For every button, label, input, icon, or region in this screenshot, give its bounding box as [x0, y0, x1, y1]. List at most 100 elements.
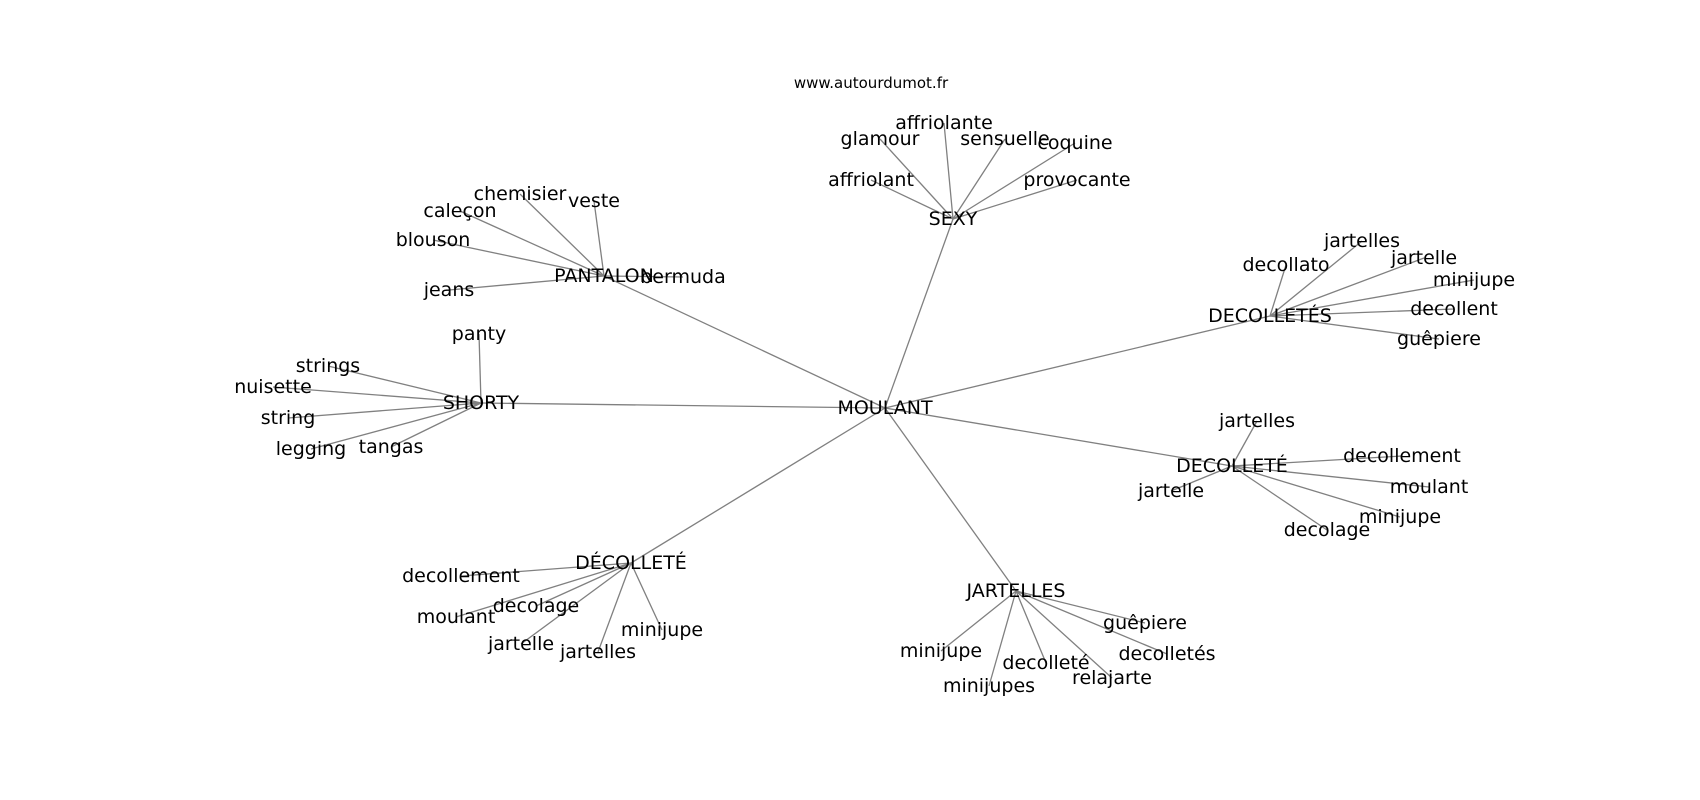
edge-hub-word — [597, 562, 632, 653]
edge-hub-word — [1231, 455, 1403, 467]
word-node: jartelle — [1137, 480, 1204, 502]
edge-hub-word — [1231, 465, 1328, 531]
edge-hub-word — [519, 193, 605, 277]
word-node: decollent — [1410, 298, 1498, 320]
word-node: decolage — [493, 595, 580, 617]
word-node: panty — [452, 323, 506, 345]
edge-hub-word — [390, 402, 482, 448]
edge-hub-word — [952, 138, 1006, 220]
word-node: caleçon — [423, 200, 496, 222]
word-node: provocante — [1023, 169, 1130, 191]
word-node: coquine — [1037, 132, 1112, 154]
edge-hub-word — [1231, 465, 1401, 518]
edge-hub-word — [520, 562, 632, 645]
word-node: affriolant — [828, 169, 914, 191]
word-node: affriolante — [895, 112, 993, 134]
word-node: glamour — [841, 128, 920, 150]
edge-hub-word — [272, 386, 482, 404]
word-node: jartelles — [1218, 410, 1295, 432]
edge-center-hub — [630, 407, 886, 564]
edge-hub-word — [432, 239, 605, 277]
hub-node: JARTELLES — [966, 580, 1066, 602]
word-node: blouson — [396, 229, 471, 251]
word-node: decollement — [402, 565, 520, 587]
word-node: nuisette — [234, 376, 312, 398]
word-node: jartelle — [487, 633, 554, 655]
edge-hub-word — [603, 275, 684, 278]
edge-hub-word — [593, 200, 605, 277]
edge-center-hub — [884, 407, 1017, 592]
word-node: jartelle — [1390, 247, 1457, 269]
edge-hub-word — [1231, 420, 1258, 467]
word-node: decolleté — [1002, 652, 1089, 674]
edge-hub-word — [287, 402, 482, 419]
edge-hub-word — [1269, 279, 1475, 317]
word-node: decolage — [1284, 519, 1371, 541]
edge-hub-word — [460, 562, 632, 577]
word-node: minijupe — [1433, 269, 1515, 291]
edge-center-hub — [884, 218, 954, 409]
word-node: sensuelle — [960, 128, 1050, 150]
edge-hub-word — [870, 179, 954, 220]
edge-hub-word — [879, 138, 954, 220]
word-node: minijupe — [621, 619, 703, 641]
edge-center-hub — [480, 402, 886, 409]
edge-center-hub — [603, 275, 886, 409]
word-node: minijupe — [1359, 506, 1441, 528]
word-node: guêpiere — [1103, 612, 1187, 634]
edge-hub-word — [943, 122, 954, 220]
word-node: moulant — [1390, 476, 1469, 498]
edge-hub-word — [327, 365, 482, 404]
edge-center-hub — [884, 315, 1271, 409]
edge-hub-word — [940, 590, 1017, 652]
hub-node: PANTALON — [554, 265, 654, 287]
word-node: tangas — [359, 436, 424, 458]
word-node: veste — [568, 190, 620, 212]
edge-hub-word — [459, 210, 605, 277]
word-node: decollement — [1343, 445, 1461, 467]
edge-hub-word — [1269, 240, 1363, 317]
word-node: bermuda — [640, 266, 725, 288]
word-node: string — [261, 407, 316, 429]
hub-node: DÉCOLLETÉ — [575, 551, 687, 574]
edge-hub-word — [310, 402, 482, 450]
word-node: relajarte — [1072, 667, 1152, 689]
word-node: jartelles — [559, 641, 636, 663]
edge-hub-word — [1269, 315, 1440, 340]
edge-hub-word — [478, 333, 482, 404]
edge-hub-word — [1015, 590, 1047, 664]
word-node: minijupe — [900, 640, 982, 662]
edge-hub-word — [1269, 264, 1287, 317]
edge-hub-word — [952, 179, 1078, 220]
word-node: moulant — [417, 606, 496, 628]
edge-hub-word — [448, 275, 605, 291]
edges — [272, 122, 1475, 687]
word-node: decolletés — [1118, 643, 1215, 665]
word-node: jartelles — [1323, 230, 1400, 252]
edge-hub-word — [952, 142, 1076, 220]
word-node: minijupes — [943, 675, 1035, 697]
hub-node: SHORTY — [443, 392, 520, 414]
source-label: www.autourdumot.fr — [794, 74, 949, 92]
edge-hub-word — [1015, 590, 1168, 655]
word-node: jeans — [423, 279, 475, 301]
edge-hub-word — [1170, 465, 1233, 492]
edge-hub-word — [535, 562, 632, 607]
hub-node: DECOLLETÉ — [1176, 454, 1288, 477]
edge-hub-word — [1015, 590, 1146, 624]
hub-node: SEXY — [929, 208, 978, 230]
word-node: chemisier — [474, 183, 567, 205]
word-node: legging — [276, 438, 346, 460]
edge-hub-word — [988, 590, 1017, 687]
hub-node: DECOLLETÉS — [1208, 304, 1332, 327]
edge-hub-word — [1269, 257, 1425, 317]
edge-hub-word — [1231, 465, 1430, 488]
word-node: decollato — [1242, 254, 1329, 276]
edge-hub-word — [1269, 308, 1455, 317]
word-node: guêpiere — [1397, 328, 1481, 350]
word-node: strings — [296, 355, 360, 377]
center-node: MOULANT — [837, 397, 932, 419]
edge-hub-word — [630, 562, 663, 631]
